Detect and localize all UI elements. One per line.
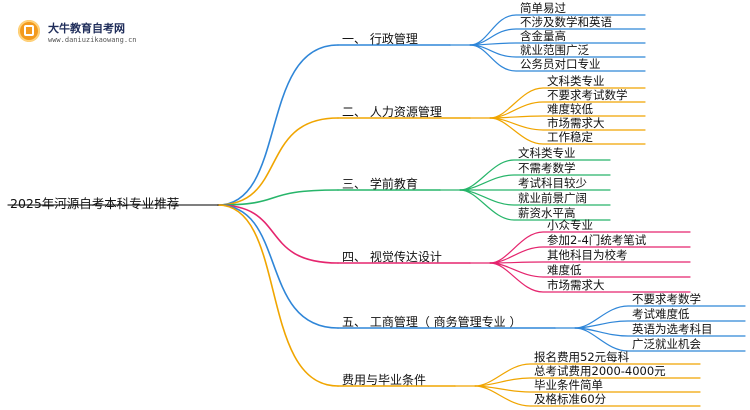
branch-4-item-3: 其他科目为校考 [547, 248, 628, 262]
branch-1-item-2: 不涉及数学和英语 [520, 15, 612, 29]
book-icon [18, 20, 40, 42]
branch-2-item-1: 文科类专业 [547, 74, 605, 88]
leaf-connector [489, 262, 691, 278]
branch-3-item-5: 薪资水平高 [518, 206, 576, 220]
leaf-connector [489, 261, 691, 264]
branch-4-item-2: 参加2-4门统考笔试 [547, 233, 647, 247]
root-topic: 2025年河源自考本科专业推荐 [10, 196, 180, 211]
branch-5-item-1: 不要求考数学 [632, 292, 701, 306]
branch-connector [217, 44, 339, 206]
branch-6-item-1: 报名费用52元每科 [534, 350, 630, 364]
branch-connector [217, 204, 339, 264]
branch-3-item-2: 不需考数学 [518, 161, 576, 175]
leaf-connector [489, 262, 691, 293]
branch-6-item-3: 毕业条件简单 [534, 378, 603, 392]
leaf-connector [469, 44, 646, 72]
branch-4-item-5: 市场需求大 [547, 278, 605, 292]
branch-1-item-1: 简单易过 [520, 1, 566, 15]
branch-4-item-1: 小众专业 [547, 218, 593, 232]
branch-connector [217, 204, 339, 329]
branch-2-item-2: 不要求考试数学 [547, 88, 628, 102]
branch-5-item-3: 英语为选考科目 [632, 322, 713, 336]
branch-2-item-4: 市场需求大 [547, 116, 605, 130]
branch-3-item-4: 就业前景广阔 [518, 191, 587, 205]
leaf-connector [574, 327, 746, 352]
branch-connector [217, 117, 339, 206]
leaf-connector [474, 385, 701, 407]
branch-2-item-3: 难度较低 [547, 102, 593, 116]
leaf-connector [489, 117, 646, 145]
branch-4-item-4: 难度低 [547, 263, 582, 277]
branch-2-item-5: 工作稳定 [547, 130, 593, 144]
branch-connector [217, 204, 339, 387]
branch-title-5: 五、 工商管理（ 商务管理专业 ） [342, 315, 522, 329]
branch-6-item-4: 及格标准60分 [534, 392, 607, 406]
branch-title-3: 三、 学前教育 [342, 177, 418, 191]
branch-1-item-3: 含金量高 [520, 29, 566, 43]
branch-1-item-5: 公务员对口专业 [520, 57, 601, 71]
branch-5-item-4: 广泛就业机会 [632, 337, 701, 351]
branch-3-item-1: 文科类专业 [518, 146, 576, 160]
branch-1-item-4: 就业范围广泛 [520, 43, 589, 57]
branch-title-6: 费用与毕业条件 [342, 373, 427, 387]
logo-url: www.daniuzikaowang.cn [48, 36, 137, 44]
branch-title-4: 四、 视觉传达设计 [342, 250, 442, 264]
branch-title-1: 一、 行政管理 [342, 32, 418, 46]
branch-3-item-3: 考试科目较少 [518, 176, 587, 190]
branch-6-item-2: 总考试费用2000-4000元 [534, 364, 666, 378]
logo-name: 大牛教育自考网 [48, 22, 125, 35]
site-logo: 大牛教育自考网 www.daniuzikaowang.cn [8, 14, 158, 46]
branch-title-2: 二、 人力资源管理 [342, 105, 442, 119]
branch-connector [217, 189, 339, 206]
leaf-connector [459, 189, 611, 221]
branch-5-item-2: 考试难度低 [632, 307, 690, 321]
